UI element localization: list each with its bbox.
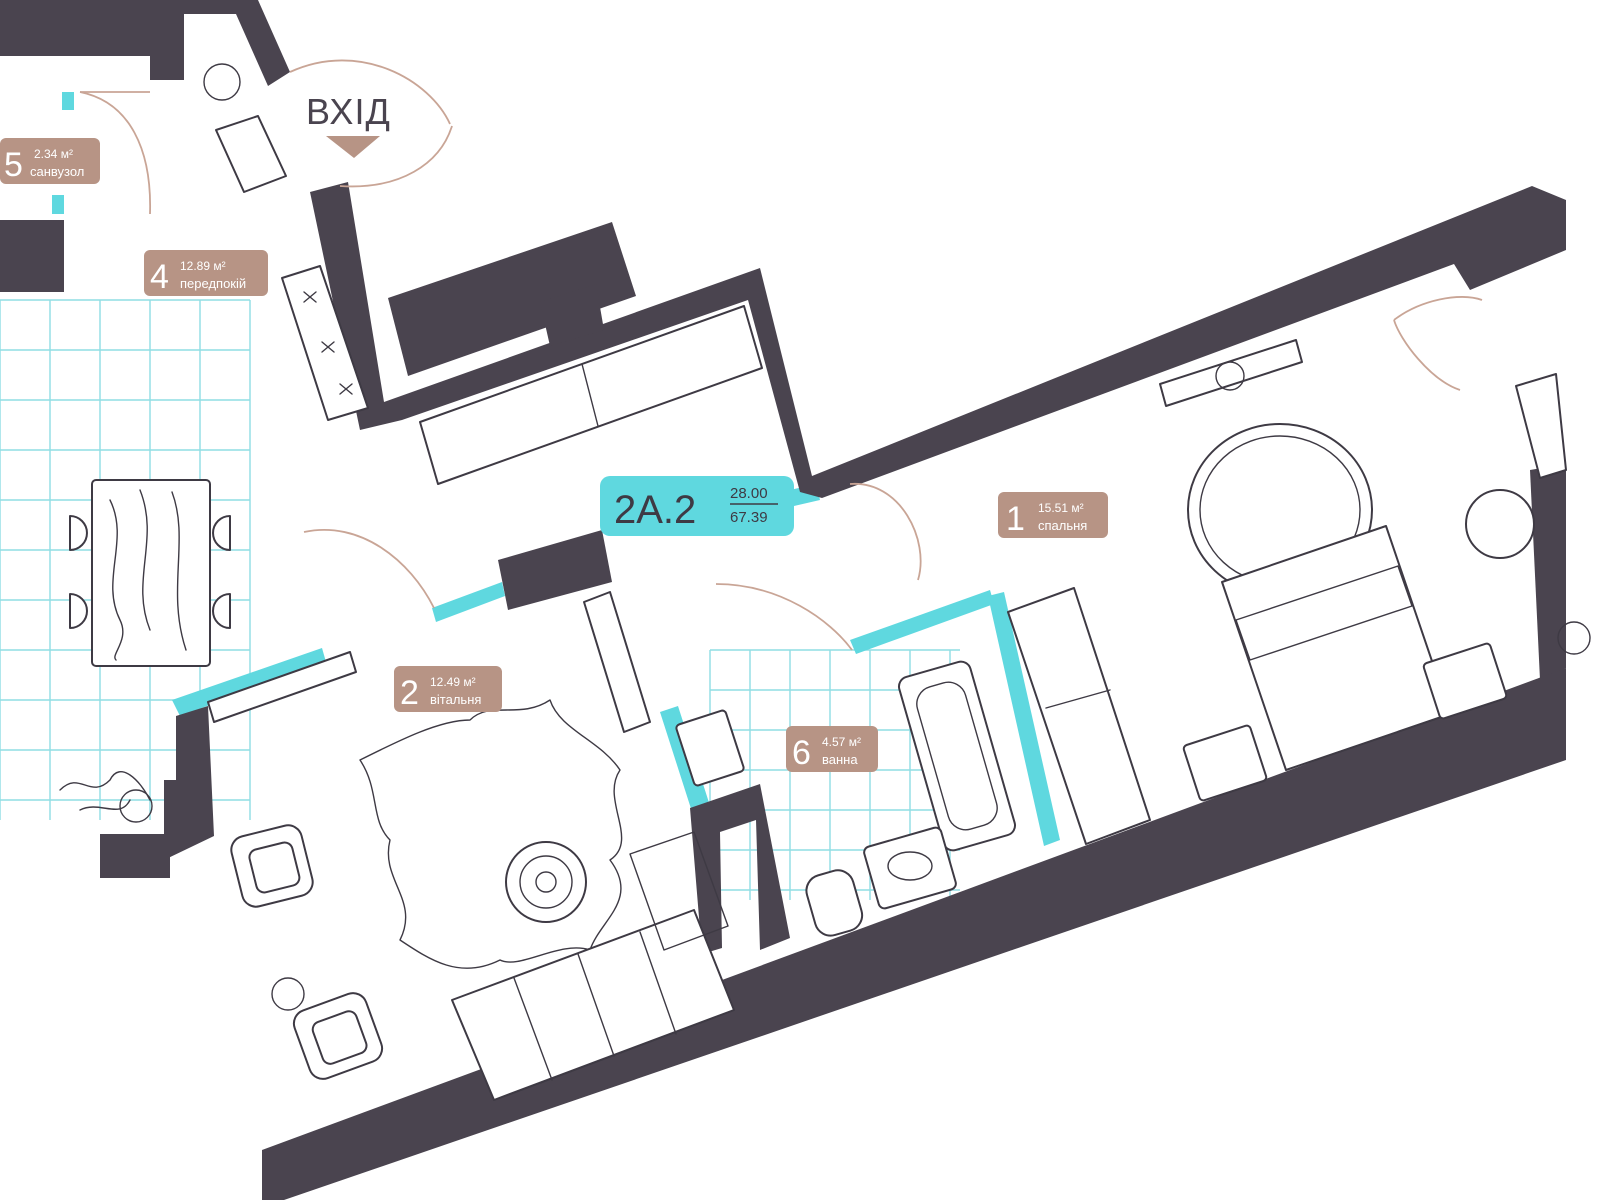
bathroom-washer	[675, 709, 745, 787]
furniture	[59, 63, 1591, 1101]
room-6-area: 4.57 м²	[822, 735, 861, 749]
room-4-name: передпокій	[180, 276, 246, 291]
hall-cabinet	[281, 265, 369, 421]
coffee-table	[505, 841, 587, 923]
unit-value-top: 28.00	[730, 485, 768, 502]
plant-entrance	[203, 63, 241, 101]
room-2-area: 12.49 м²	[430, 675, 476, 689]
plant-dining	[59, 771, 151, 811]
room-label-2: 2 12.49 м² вітальня	[394, 666, 502, 712]
room-2-number: 2	[400, 674, 419, 712]
room-1-number: 1	[1006, 500, 1025, 538]
toilet	[805, 869, 864, 937]
room-5-area: 2.34 м²	[34, 147, 73, 161]
tv-cabinet-living	[207, 651, 357, 723]
room-4-area: 12.89 м²	[180, 259, 226, 273]
sofa	[451, 909, 735, 1101]
bedroom-tv	[1159, 339, 1303, 407]
bedroom-wardrobe	[1007, 587, 1151, 845]
room-6-number: 6	[792, 734, 811, 772]
sink	[863, 826, 957, 910]
hall-wardrobe	[419, 305, 763, 485]
bedroom-desk	[1515, 373, 1567, 479]
room-6-name: ванна	[822, 752, 858, 767]
room-1-area: 15.51 м²	[1038, 501, 1084, 515]
nightstand-left	[1182, 724, 1268, 802]
dining-table	[91, 479, 211, 667]
plant-living	[271, 977, 305, 1011]
room-4-number: 4	[150, 258, 169, 296]
room-1-name: спальня	[1038, 518, 1087, 533]
entrance-rug	[215, 115, 287, 193]
room-5-number: 5	[4, 146, 23, 184]
unit-code: 2A.2	[614, 488, 696, 532]
room-label-6: 6 4.57 м² ванна	[786, 726, 878, 772]
bathtub	[897, 660, 1017, 852]
bedroom-chair	[1465, 489, 1535, 559]
room-label-4: 4 12.89 м² передпокій	[144, 250, 268, 296]
room-2-name: вітальня	[430, 692, 481, 707]
plant-bedroom	[1557, 621, 1591, 655]
unit-value-bottom: 67.39	[730, 509, 768, 526]
living-rug	[359, 699, 623, 969]
entrance-arrow	[326, 136, 380, 158]
nightstand-right	[1422, 642, 1508, 720]
room-label-1: 1 15.51 м² спальня	[998, 492, 1108, 538]
room-label-5: 5 2.34 м² санвузол	[0, 138, 100, 184]
unit-badge: 2A.2 28.00 67.39	[600, 476, 794, 536]
walls	[0, 0, 1566, 1200]
accent-partitions	[52, 92, 1060, 846]
entrance-label: ВХІД	[306, 91, 391, 132]
door-swings	[79, 59, 1483, 651]
room-5-name: санвузол	[30, 164, 84, 179]
